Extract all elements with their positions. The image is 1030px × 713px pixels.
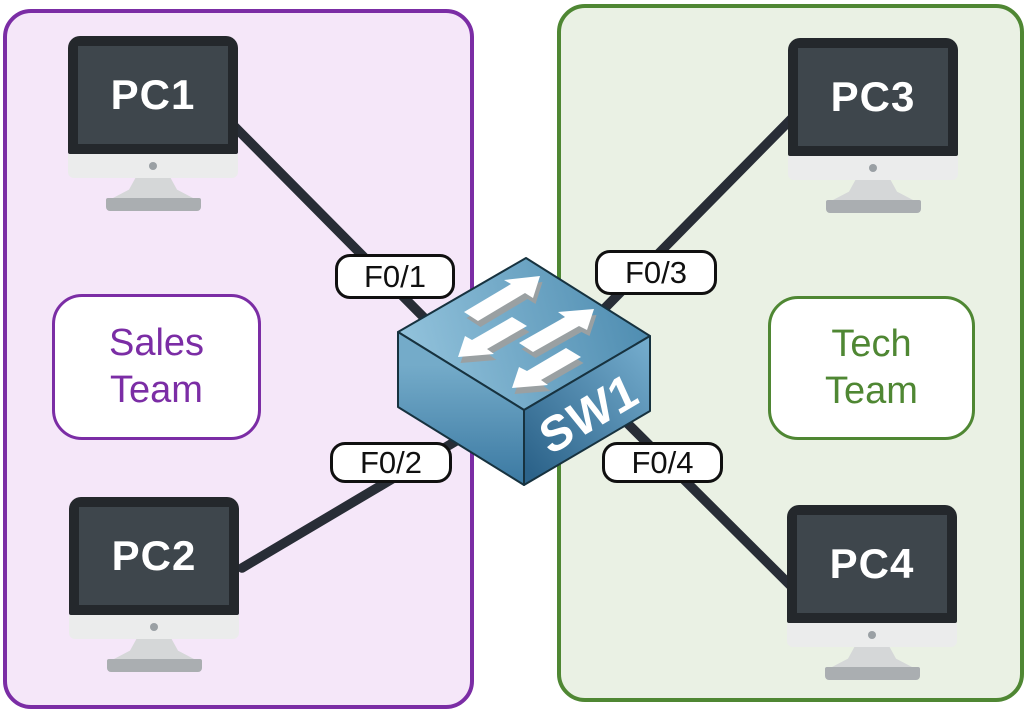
port-f0-4-text: F0/4 — [631, 444, 694, 480]
camera-dot-icon — [150, 623, 158, 631]
monitor-chin — [69, 615, 239, 639]
monitor-bezel: PC3 — [788, 38, 958, 156]
device-pc3: PC3 — [788, 38, 958, 213]
pc2-name-label: PC2 — [111, 532, 197, 579]
monitor-stand — [113, 178, 193, 198]
port-f0-2-text: F0/2 — [359, 444, 423, 480]
monitor-base — [825, 200, 921, 213]
port-f0-1-text: F0/1 — [363, 258, 427, 294]
pc1-name-label: PC1 — [110, 71, 196, 118]
port-label-f0-2: F0/2 — [330, 442, 452, 483]
camera-dot-icon — [149, 162, 157, 170]
sales-team-label-box: Sales Team — [52, 294, 261, 440]
monitor-chin — [788, 156, 958, 180]
monitor-screen: PC4 — [797, 515, 947, 613]
monitor-bezel: PC1 — [68, 36, 238, 154]
tech-team-label: Tech Team — [825, 323, 918, 412]
camera-dot-icon — [868, 631, 876, 639]
monitor-bezel: PC4 — [787, 505, 957, 623]
monitor-bezel: PC2 — [69, 497, 239, 615]
pc4-name-label: PC4 — [829, 540, 915, 587]
port-f0-3-text: F0/3 — [624, 254, 688, 290]
device-pc2: PC2 — [69, 497, 239, 672]
monitor-stand — [832, 647, 912, 667]
monitor-base — [824, 667, 920, 680]
monitor-screen: PC1 — [78, 46, 228, 144]
monitor-chin — [787, 623, 957, 647]
camera-dot-icon — [869, 164, 877, 172]
switch-arrow-ne-1 — [464, 276, 540, 321]
monitor-screen: PC2 — [79, 507, 229, 605]
monitor-base — [105, 198, 201, 211]
device-pc1: PC1 — [68, 36, 238, 211]
tech-team-label-box: Tech Team — [768, 296, 975, 440]
monitor-chin — [68, 154, 238, 178]
monitor-base — [106, 659, 202, 672]
sales-team-label: Sales Team — [108, 322, 205, 411]
pc3-name-label: PC3 — [830, 73, 916, 120]
monitor-stand — [114, 639, 194, 659]
monitor-screen: PC3 — [798, 48, 948, 146]
port-label-f0-1: F0/1 — [335, 254, 455, 299]
monitor-stand — [833, 180, 913, 200]
device-pc4: PC4 — [787, 505, 957, 680]
port-label-f0-3: F0/3 — [595, 250, 717, 295]
port-label-f0-4: F0/4 — [602, 442, 723, 483]
